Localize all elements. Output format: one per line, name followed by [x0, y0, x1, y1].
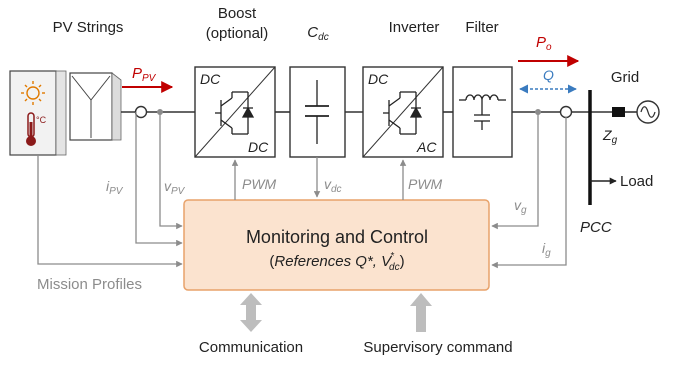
boost-label: Boost	[218, 5, 257, 22]
mission-profile-line	[37, 155, 183, 268]
capacitor-icon	[474, 100, 490, 130]
ig-label: ig	[542, 240, 551, 259]
vpv-signal-line	[159, 112, 183, 230]
igbt-diode-icon	[215, 91, 255, 135]
lc-filter	[452, 66, 513, 158]
ipv-label: iPV	[106, 178, 124, 197]
boost-dc-in-label: DC	[200, 71, 221, 87]
zg-label: Zg	[602, 127, 618, 146]
load-label: Load	[620, 173, 653, 190]
monitoring-control-box	[183, 199, 490, 291]
vg-signal-line	[491, 112, 539, 230]
pcc-label: PCC	[580, 219, 612, 236]
inverter-block: DC AC	[362, 66, 444, 158]
communication-label: Communication	[199, 339, 303, 356]
boost-dc-out-label: DC	[248, 139, 269, 155]
environment-sensor: °C	[9, 70, 67, 156]
boost-optional-label: (optional)	[206, 25, 269, 42]
sun-icon	[21, 81, 45, 105]
boost-converter: DC DC	[194, 66, 276, 158]
pv-current-sensor	[134, 105, 148, 119]
grid-label: Grid	[611, 69, 639, 86]
control-title: Monitoring and Control	[246, 227, 428, 247]
ig-signal-line	[491, 117, 567, 269]
po-label: Po	[536, 34, 552, 53]
vg-label: vg	[514, 197, 527, 216]
dc-link-capacitor	[289, 66, 346, 158]
inverter-dc-label: DC	[368, 71, 389, 87]
ppv-label: PPV	[132, 65, 157, 84]
grid-current-sensor	[559, 105, 573, 119]
ac-source-icon	[636, 100, 660, 124]
pwm-inverter-label: PWM	[408, 176, 443, 192]
communication-arrow	[240, 293, 262, 332]
vdc-label: vdc	[324, 176, 342, 195]
pwm-boost-label: PWM	[242, 176, 277, 192]
sensor-edge	[55, 70, 67, 156]
vpv-label: vPV	[164, 178, 186, 197]
pv-strings-label: PV Strings	[53, 19, 124, 36]
pv-panel-icon	[69, 72, 122, 141]
q-label: Q	[543, 67, 554, 83]
mission-profiles-label: Mission Profiles	[37, 276, 142, 293]
igbt-diode-icon	[383, 91, 423, 135]
inverter-label: Inverter	[389, 19, 440, 36]
supervisory-command-label: Supervisory command	[363, 339, 512, 356]
celsius-symbol: °C	[36, 115, 47, 125]
control-references: (References Q*, V*dc)	[269, 251, 404, 273]
grid-impedance-icon	[612, 107, 625, 117]
ipv-signal-line	[135, 112, 183, 247]
supervisory-arrow	[410, 293, 432, 332]
thermometer-icon: °C	[26, 112, 47, 146]
cdc-label: Cdc	[307, 24, 328, 43]
inverter-ac-label: AC	[416, 139, 437, 155]
filter-label: Filter	[465, 19, 498, 36]
